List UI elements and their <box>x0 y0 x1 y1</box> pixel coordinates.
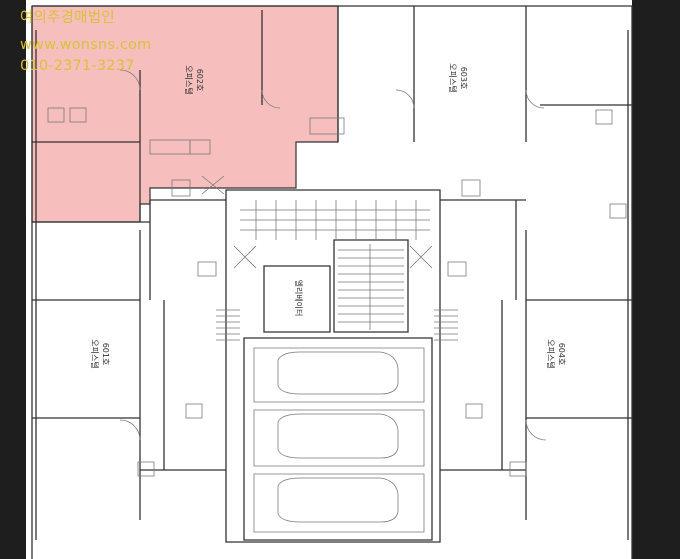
unit-type-602: 오피스텔 <box>184 65 193 94</box>
unit-label-601: 오피스텔 601호 <box>90 339 110 368</box>
unit-label-604: 오피스텔 604호 <box>546 339 566 368</box>
unit-number-602: 602호 <box>195 69 204 92</box>
detail-lines <box>47 69 627 533</box>
unit-label-603: 오피스텔 603호 <box>448 63 468 92</box>
svg-text:엘리베이터: 엘리베이터 <box>294 280 304 317</box>
unit-number-604: 604호 <box>557 343 566 366</box>
unit-number-601: 601호 <box>101 343 110 366</box>
left-frame-border <box>0 0 26 559</box>
elevator-label: 엘리베이터 <box>294 280 304 317</box>
watermark-phone: 010-2371-3237 <box>20 58 135 74</box>
right-frame-border <box>632 0 680 559</box>
watermark-website: www.wonsns.com <box>20 37 152 53</box>
unit-type-604: 오피스텔 <box>546 339 555 368</box>
wall-lines <box>31 5 633 559</box>
unit-label-602: 오피스텔 602호 <box>184 65 204 94</box>
unit-number-603: 603호 <box>459 67 468 90</box>
unit-type-601: 오피스텔 <box>90 339 99 368</box>
unit-type-603: 오피스텔 <box>448 63 457 92</box>
watermark-company-name: 여의주경매법인 <box>20 10 115 26</box>
